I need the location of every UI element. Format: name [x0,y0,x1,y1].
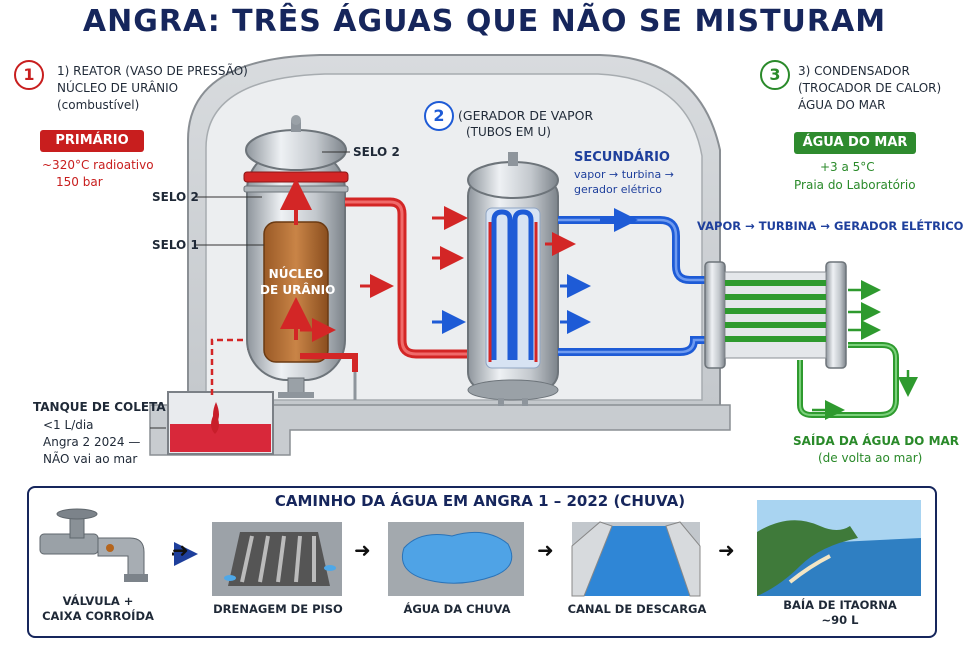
seawater-exit-note: (de volta ao mar) [818,451,923,465]
steam-turbine-flow: VAPOR → TURBINA → GERADOR ELÉTRICO [697,219,964,233]
bay-icon [757,500,921,596]
core-label-line1: NÚCLEO [268,267,324,281]
seal-2-top-label: SELO 2 [353,145,400,159]
condenser-title: 3) CONDENSADOR [798,64,910,78]
path-step-channel: CANAL DE DESCARGA [562,602,712,617]
seal-2-left-label: SELO 2 [152,190,199,204]
reactor-number-badge: 1 [14,60,44,90]
tank-title: TANQUE DE COLETA [33,400,166,414]
reactor-subtitle: NÚCLEO DE URÂNIO [57,81,179,95]
seawater-badge: ÁGUA DO MAR [794,132,916,154]
water-path-title: CAMINHO DA ÁGUA EM ANGRA 1 – 2022 (CHUVA… [274,492,686,510]
path-step-drain: DRENAGEM DE PISO [203,602,353,617]
reactor-title: 1) REATOR (VASO DE PRESSÃO) [57,64,248,78]
path-step-rain-line1: ÁGUA DA CHUVA [403,602,511,616]
valve-icon [39,508,148,582]
secondary-label: SECUNDÁRIO [574,150,670,165]
channel-icon [571,521,701,597]
seawater-temperature: +3 a 5°C [820,160,875,174]
condenser [704,261,847,369]
path-step-bay-line1: BAÍA DE ITAORNA [783,598,897,612]
water-path-icons [39,500,921,597]
seawater-exit-label: SAÍDA DA ÁGUA DO MAR [793,434,960,448]
steam-generator [467,152,559,406]
path-arrow-3: ➜ [537,538,554,562]
path-arrow-4: ➜ [718,538,735,562]
path-step-valve-line2: CAIXA CORROÍDA [42,609,154,623]
primary-pressure: 150 bar [56,175,103,189]
plant-diagram [149,54,918,456]
drain-grate-icon [212,522,342,596]
path-arrow-2: ➜ [354,538,371,562]
path-step-bay: BAÍA DE ITAORNA ~90 L [765,598,915,628]
primary-temperature: ~320°C radioativo [42,158,154,172]
primary-badge: PRIMÁRIO [40,130,144,152]
condenser-subtitle: (TROCADOR DE CALOR) [798,81,942,95]
path-step-drain-line1: DRENAGEM DE PISO [213,602,343,616]
generator-subtitle: (TUBOS EM U) [466,125,551,139]
seal-1-label: SELO 1 [152,238,199,252]
generator-number-badge: 2 [424,101,454,131]
condenser-seawater-label: ÁGUA DO MAR [798,98,886,112]
tank-not-to-sea: NÃO vai ao mar [43,452,138,466]
tank-year-note: Angra 2 2024 — [43,435,141,449]
path-step-valve-line1: VÁLVULA + [62,594,134,608]
path-arrow-1: ➜ [172,538,189,562]
path-step-rain: ÁGUA DA CHUVA [384,602,530,617]
tank-rate: <1 L/dia [43,418,94,432]
path-step-valve: VÁLVULA + CAIXA CORROÍDA [28,594,168,624]
generator-title: (GERADOR DE VAPOR [458,108,594,123]
leak-drip-icon [211,412,219,434]
path-step-bay-line2: ~90 L [821,613,859,627]
puddle-icon [388,522,524,596]
secondary-flow-line2: gerador elétrico [574,183,663,196]
reactor-fuel-note: (combustível) [57,98,140,112]
condenser-number-badge: 3 [760,60,790,90]
path-step-channel-line1: CANAL DE DESCARGA [567,602,707,616]
page-title: ANGRA: TRÊS ÁGUAS QUE NÃO SE MISTURAM [82,4,887,39]
seawater-location: Praia do Laboratório [794,178,916,192]
secondary-flow-line1: vapor → turbina → [574,168,674,181]
core-label-line2: DE URÂNIO [260,283,336,297]
